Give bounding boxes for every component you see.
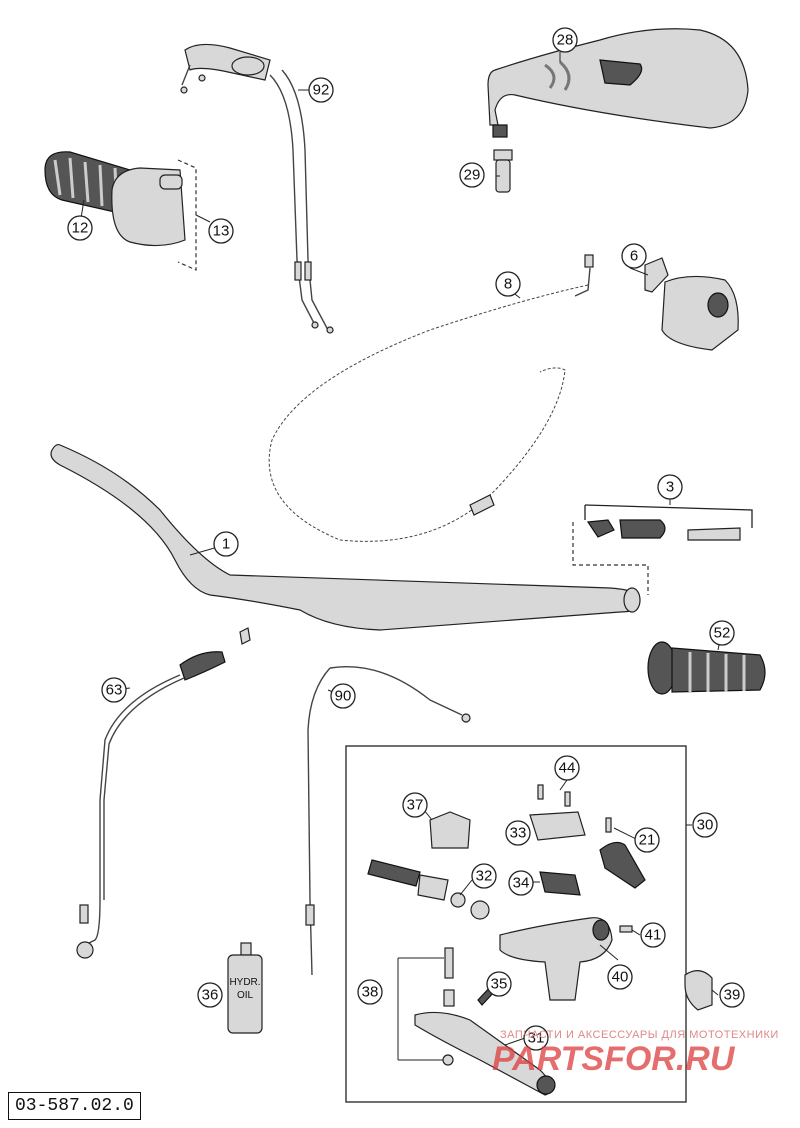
callout-33: 33: [505, 820, 531, 846]
callout-13: 13: [208, 218, 234, 244]
brake-hose: [76, 627, 251, 959]
diagram-code: 03-587.02.0: [8, 1092, 141, 1120]
svg-text:41: 41: [645, 927, 662, 944]
callout-36: 36: [197, 982, 223, 1008]
callout-52: 52: [709, 620, 735, 646]
svg-text:63: 63: [106, 682, 123, 699]
kill-switch: [644, 257, 739, 351]
callout-29: 29: [459, 162, 485, 188]
svg-text:37: 37: [407, 797, 424, 814]
master-cylinder-group: [345, 745, 692, 1103]
svg-text:90: 90: [335, 688, 352, 705]
svg-text:28: 28: [557, 32, 574, 49]
svg-text:52: 52: [714, 625, 731, 642]
bar-end-set: [572, 504, 753, 595]
callout-34: 34: [508, 870, 534, 896]
callout-63: 63: [101, 677, 127, 703]
callout-8: 8: [495, 271, 521, 297]
callout-6: 6: [621, 243, 647, 269]
svg-text:38: 38: [362, 984, 379, 1001]
handlebar: [50, 443, 641, 631]
svg-text:29: 29: [464, 167, 481, 184]
callout-92: 92: [308, 77, 334, 103]
callout-38: 38: [357, 979, 383, 1005]
callout-90: 90: [330, 683, 356, 709]
svg-text:3: 3: [666, 479, 674, 496]
callout-37: 37: [402, 792, 428, 818]
watermark-logo: PARTSFOR.RU: [492, 1040, 735, 1078]
throttle-housing: [111, 159, 197, 271]
mirror-adapter: [493, 149, 513, 193]
svg-text:12: 12: [72, 220, 89, 237]
oil-label-line1: HYDR.: [229, 977, 260, 988]
callout-3: 3: [657, 474, 683, 500]
svg-text:35: 35: [491, 976, 508, 993]
svg-text:1: 1: [222, 536, 230, 553]
svg-text:34: 34: [513, 875, 530, 892]
callout-21: 21: [634, 827, 660, 853]
clutch-cable: [268, 254, 594, 542]
svg-text:44: 44: [559, 760, 576, 777]
svg-text:32: 32: [476, 868, 493, 885]
svg-text:33: 33: [510, 825, 527, 842]
watermark-tagline: ЗАПЧАСТИ И АКСЕССУАРЫ ДЛЯ МОТОТЕХНИКИ: [500, 1029, 779, 1041]
svg-text:40: 40: [612, 969, 629, 986]
callout-28: 28: [552, 27, 578, 53]
clamp-39: [684, 970, 713, 1011]
callout-12: 12: [67, 215, 93, 241]
callout-35: 35: [486, 971, 512, 997]
svg-text:6: 6: [630, 248, 638, 265]
callout-1: 1: [213, 531, 239, 557]
callout-31: 31: [523, 1025, 549, 1051]
callout-32: 32: [471, 863, 497, 889]
svg-text:31: 31: [528, 1030, 545, 1047]
throttle-cables: [180, 43, 334, 334]
mirror: [487, 28, 749, 138]
callout-30: 30: [692, 812, 718, 838]
svg-text:92: 92: [313, 82, 330, 99]
callout-39: 39: [719, 982, 745, 1008]
svg-text:30: 30: [697, 817, 714, 834]
callout-41: 41: [640, 922, 666, 948]
svg-text:13: 13: [213, 223, 230, 240]
left-grip: [647, 641, 766, 695]
svg-text:8: 8: [504, 276, 512, 293]
callout-40: 40: [607, 964, 633, 990]
oil-label-line2: OIL: [237, 990, 254, 1001]
svg-text:39: 39: [724, 987, 741, 1004]
cable-90: [305, 665, 471, 976]
svg-text:36: 36: [202, 987, 219, 1004]
svg-text:21: 21: [639, 832, 656, 849]
hydraulic-oil-bottle: HYDR. OIL: [227, 942, 263, 1034]
callout-44: 44: [554, 755, 580, 781]
